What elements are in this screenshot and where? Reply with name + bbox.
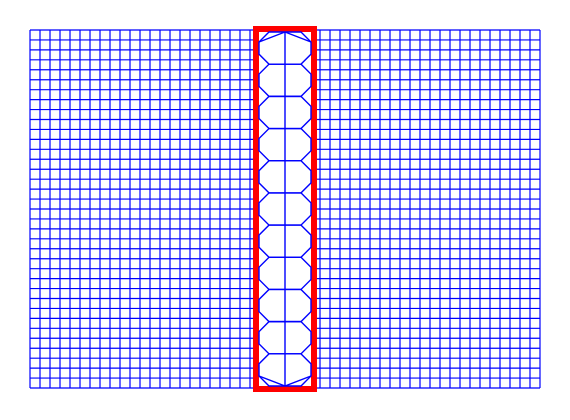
top-cap-line bbox=[284, 31, 312, 43]
inclusion-cells bbox=[258, 31, 312, 387]
inclusion-strip bbox=[253, 26, 317, 392]
top-cap-line bbox=[258, 31, 286, 43]
bottom-cap-line bbox=[258, 375, 286, 387]
inclusion-cell bbox=[258, 353, 312, 387]
bottom-cap-line bbox=[284, 375, 312, 387]
